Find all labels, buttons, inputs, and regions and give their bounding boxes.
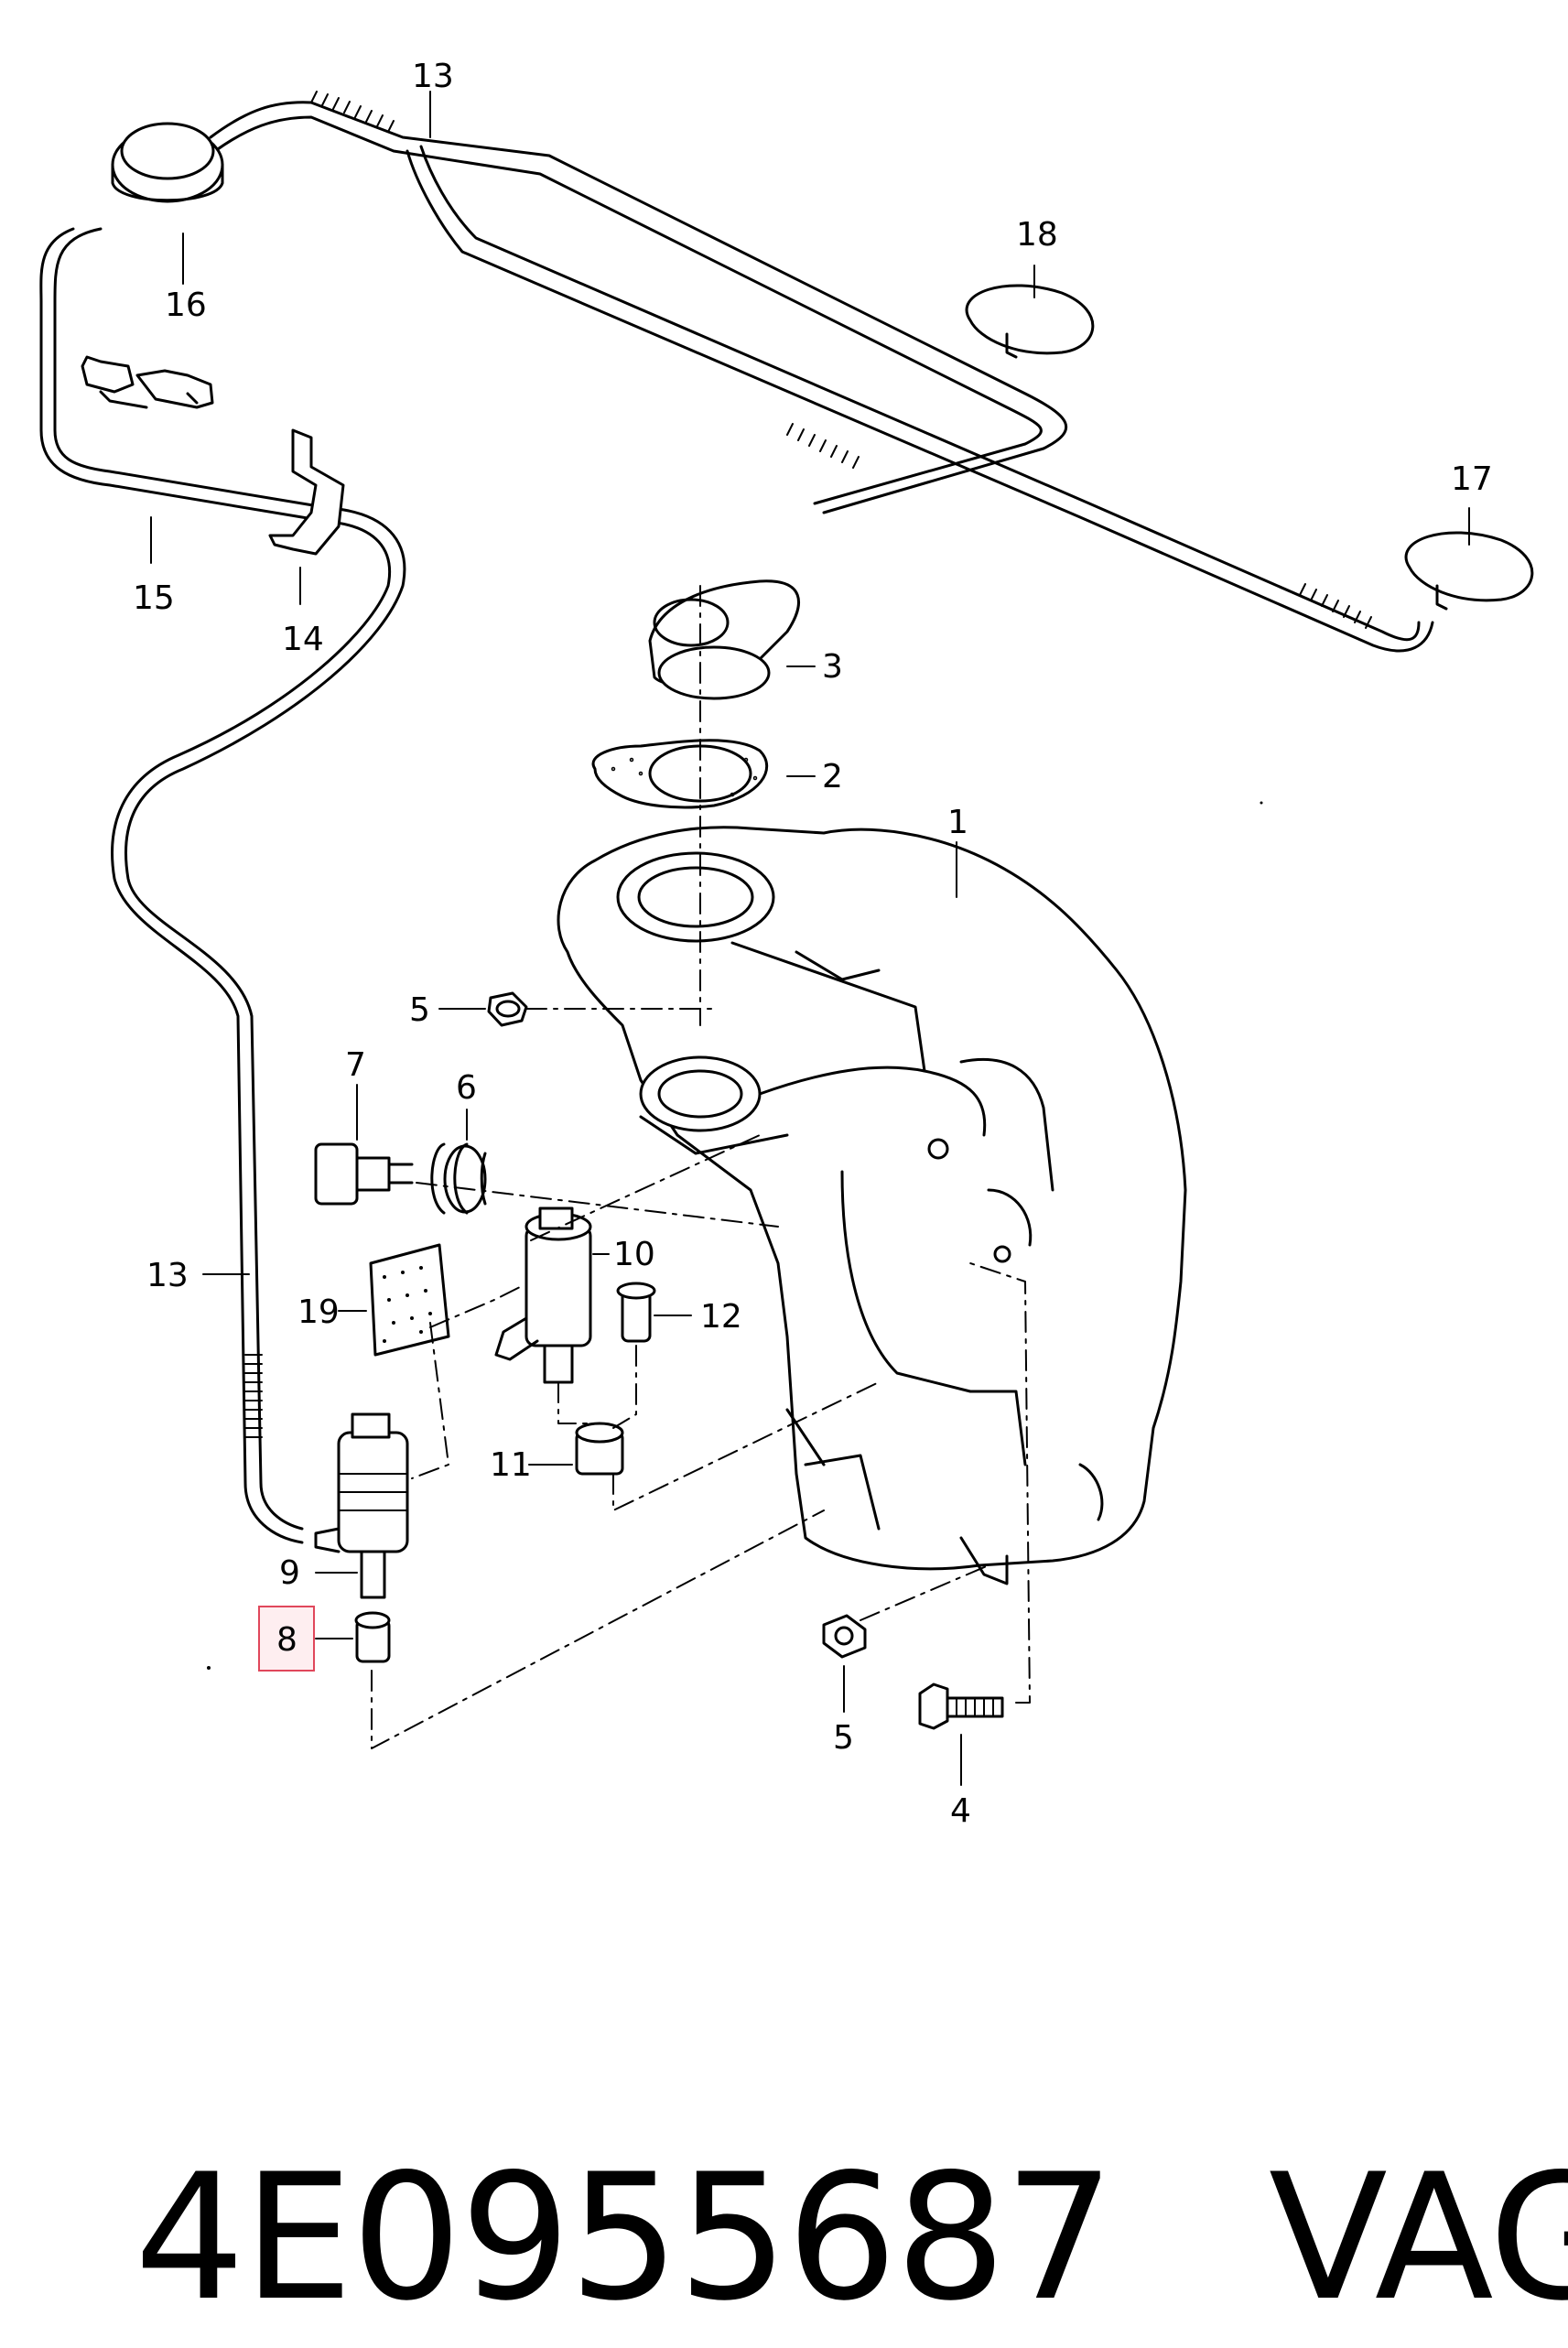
hose-clip-15 — [81, 355, 214, 409]
washer-system-parts-diagram: 13 16 18 17 15 14 3 2 1 5 7 6 13 10 19 1… — [39, 58, 1534, 1830]
callout-15: 15 — [133, 579, 175, 617]
nut-5-upper — [487, 991, 528, 1027]
callout-3: 3 — [822, 648, 843, 686]
part-number: 4E0955687 — [134, 2137, 1115, 2339]
pump-9 — [314, 1412, 409, 1599]
bolt-4 — [918, 1683, 1004, 1730]
callout-13-side: 13 — [146, 1257, 189, 1294]
grommet-6 — [430, 1142, 487, 1215]
callout-6: 6 — [456, 1069, 477, 1107]
part-caption: 4E0955687 VAG — [27, 1909, 1568, 2339]
callout-5-upper: 5 — [409, 991, 430, 1029]
nut-5-lower — [822, 1614, 867, 1659]
pump-10 — [494, 1206, 592, 1384]
callout-17: 17 — [1451, 460, 1493, 498]
washer-reservoir-1 — [557, 826, 1187, 1585]
callout-14: 14 — [282, 621, 324, 658]
callout-10: 10 — [613, 1236, 655, 1273]
callout-5-lower: 5 — [833, 1719, 854, 1757]
callout-8: 8 — [276, 1621, 297, 1659]
bracket-14 — [268, 428, 345, 556]
callout-16: 16 — [165, 287, 207, 324]
callout-19: 19 — [297, 1293, 340, 1331]
brand-name: VAG — [1268, 2137, 1568, 2339]
seal-2 — [591, 739, 769, 809]
callout-2: 2 — [822, 758, 843, 795]
washer-hose-13 — [39, 91, 1434, 1544]
grommet-8 — [354, 1611, 391, 1663]
washer-jet-18 — [965, 284, 1095, 359]
callout-1: 1 — [947, 804, 968, 841]
filler-cap-3 — [648, 579, 800, 700]
callout-4: 4 — [950, 1792, 971, 1830]
highlight-box-8 — [258, 1606, 315, 1672]
callout-13-top: 13 — [412, 58, 454, 95]
level-sensor-7 — [314, 1142, 414, 1206]
filter-19 — [369, 1243, 450, 1357]
grommet-11 — [575, 1422, 624, 1476]
plug-12 — [616, 1282, 656, 1343]
callout-18: 18 — [1016, 216, 1058, 254]
callout-12: 12 — [700, 1298, 742, 1336]
callout-9: 9 — [279, 1554, 300, 1592]
washer-jet-17 — [1404, 531, 1534, 611]
callout-7: 7 — [345, 1046, 366, 1084]
callout-11: 11 — [490, 1446, 532, 1484]
cap-16 — [111, 122, 224, 203]
